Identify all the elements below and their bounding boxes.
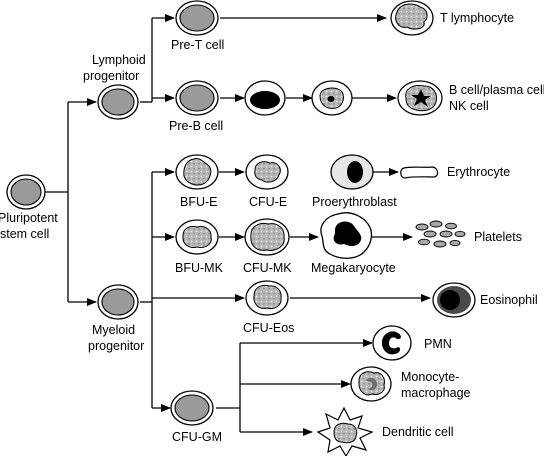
eosinophil-cell xyxy=(432,282,476,318)
label-megakaryocyte: Megakaryocyte xyxy=(311,261,396,275)
label-nk-cell: NK cell xyxy=(449,99,489,113)
b-cell-intermediate-1 xyxy=(244,80,286,116)
label-dendritic: Dendritic cell xyxy=(382,425,454,439)
erythrocyte-cell xyxy=(400,166,439,179)
megakaryocyte-cell xyxy=(320,212,373,259)
text-labels: Pluripotent stem cell Lymphoid progenito… xyxy=(0,11,544,444)
platelets-cluster xyxy=(415,220,466,248)
cfu-eos-cell xyxy=(245,280,289,316)
lymphoid-progenitor-cell xyxy=(97,84,139,120)
label-pre-t: Pre-T cell xyxy=(171,38,224,52)
label-bfu-mk: BFU-MK xyxy=(175,261,224,275)
dendritic-cell xyxy=(316,406,374,456)
pmn-cell xyxy=(372,325,412,361)
cfu-gm-cell xyxy=(170,390,214,426)
label-bfu-e: BFU-E xyxy=(180,195,218,209)
label-myeloid-line2: progenitor xyxy=(88,339,144,353)
label-b-cell: B cell/plasma cell xyxy=(449,83,544,97)
label-lymphoid-line2: progenitor xyxy=(83,69,139,83)
pluripotent-stem-cell xyxy=(6,174,46,210)
label-monocyte-line2: macrophage xyxy=(401,386,471,400)
label-cfu-mk: CFU-MK xyxy=(243,261,292,275)
label-platelets: Platelets xyxy=(474,230,522,244)
cfu-mk-cell xyxy=(244,218,290,256)
pre-t-cell xyxy=(175,0,219,36)
label-pluripotent-line1: Pluripotent xyxy=(0,211,58,225)
proerythroblast-cell xyxy=(330,154,374,190)
myeloid-progenitor-cell xyxy=(97,284,139,320)
label-cfu-gm: CFU-GM xyxy=(172,430,222,444)
label-t-lymphocyte: T lymphocyte xyxy=(440,11,514,25)
t-lymphocyte-cell xyxy=(390,0,434,36)
bfu-e-cell xyxy=(175,154,219,190)
label-cfu-eos: CFU-Eos xyxy=(243,321,294,335)
label-pre-b: Pre-B cell xyxy=(169,119,223,133)
pre-b-cell xyxy=(175,80,219,116)
connector-lines xyxy=(44,14,431,436)
label-monocyte-line1: Monocyte- xyxy=(401,370,459,384)
label-eosinophil: Eosinophil xyxy=(480,293,538,307)
b-cell-intermediate-2 xyxy=(311,80,353,116)
b-cell-plasma-cell xyxy=(397,80,443,116)
label-myeloid-line1: Myeloid xyxy=(92,323,135,337)
monocyte-macrophage-cell xyxy=(350,366,392,402)
label-proerythroblast: Proerythroblast xyxy=(312,195,397,209)
bfu-mk-cell xyxy=(175,219,219,255)
label-pmn: PMN xyxy=(424,337,452,351)
cfu-e-cell xyxy=(245,154,289,190)
label-lymphoid-line1: Lymphoid xyxy=(92,53,146,67)
label-pluripotent-line2: stem cell xyxy=(0,227,49,241)
label-cfu-e: CFU-E xyxy=(249,195,287,209)
label-erythrocyte: Erythrocyte xyxy=(447,165,510,179)
